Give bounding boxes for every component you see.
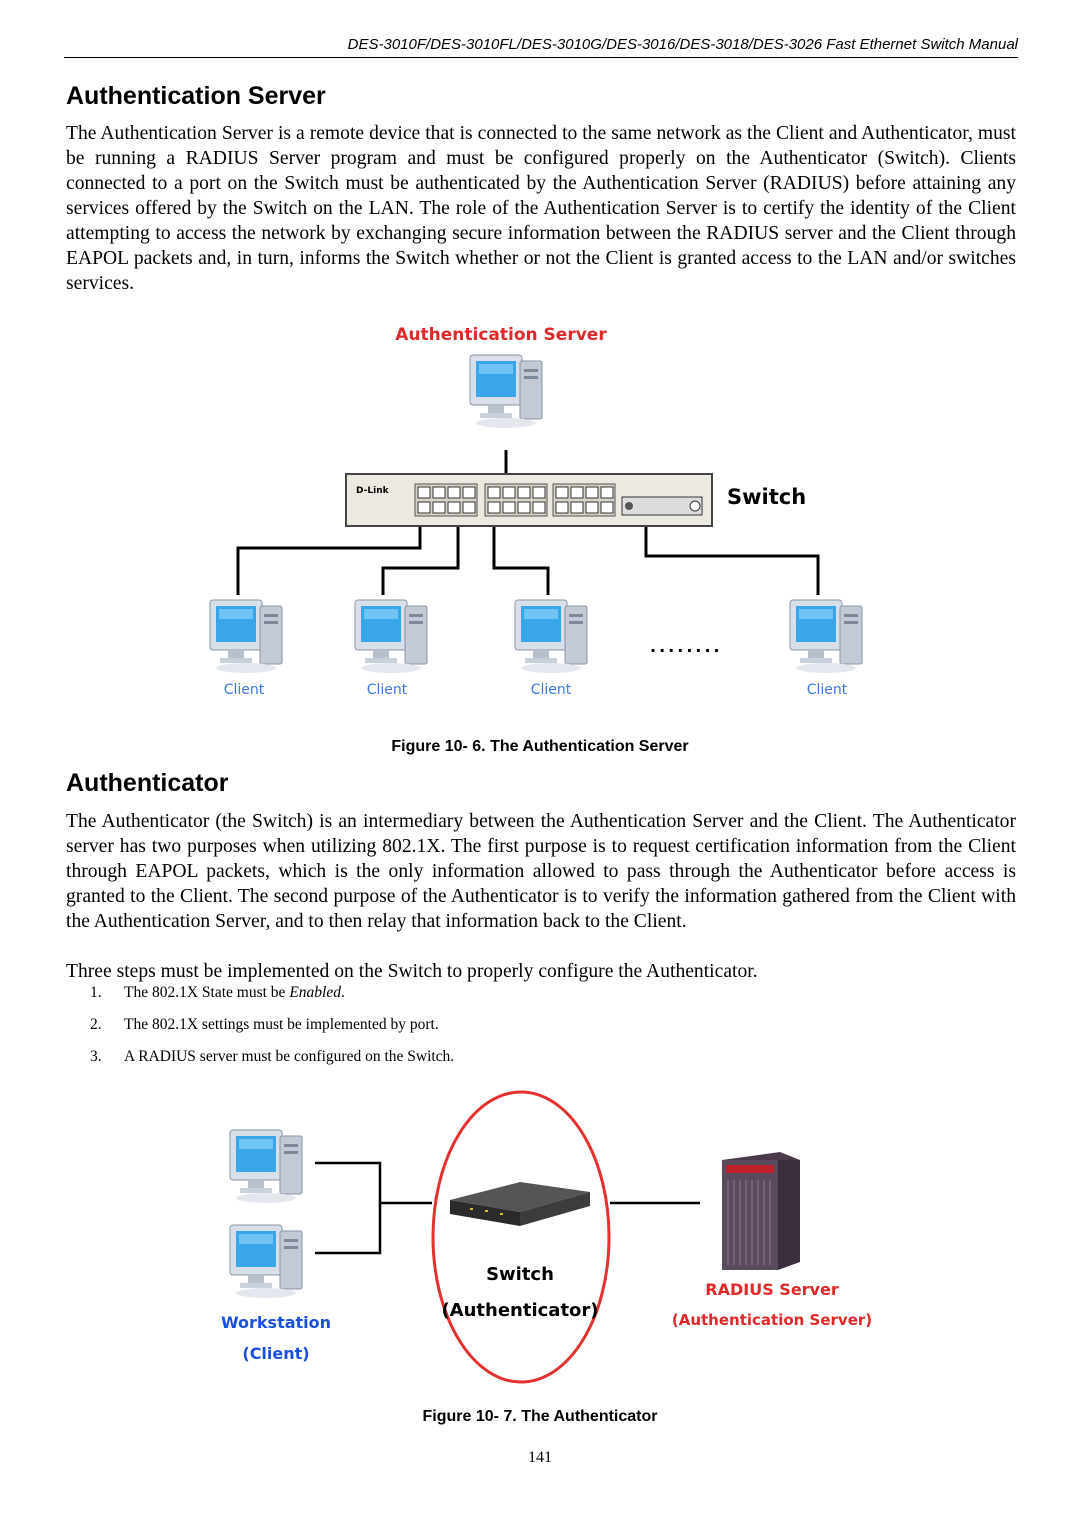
section-heading-authentication-server: Authentication Server: [66, 82, 326, 110]
authentication-server-label: Authentication Server: [395, 325, 607, 345]
client-role-label: (Client): [242, 1344, 309, 1363]
page-number: 141: [528, 1449, 552, 1466]
radius-server-label: RADIUS Server: [705, 1280, 839, 1299]
workstation-label: Workstation: [221, 1313, 331, 1332]
network-switch-icon: [450, 1182, 590, 1226]
figure-authentication-server-diagram: Authentication Server D-Link Switch Clie…: [209, 325, 863, 698]
header-rule: [64, 57, 1018, 58]
authenticator-cables: [315, 1161, 700, 1255]
list-item: 3.A RADIUS server must be configured on …: [90, 1048, 455, 1065]
authentication-server-paragraph: The Authentication Server is a remote de…: [66, 123, 1016, 294]
authenticator-label: (Authenticator): [441, 1300, 598, 1321]
radius-server-rack-icon: [722, 1152, 800, 1270]
list-item: 2.The 802.1X settings must be implemente…: [90, 1016, 439, 1033]
client-label: Client: [531, 682, 572, 698]
more-clients-ellipsis: ........: [650, 637, 723, 656]
authenticator-intro: Three steps must be implemented on the S…: [66, 961, 758, 982]
list-item: 1.The 802.1X State must be Enabled.: [90, 984, 345, 1001]
switch-label: Switch: [727, 485, 806, 509]
workstation-computer-icon: [229, 1129, 303, 1204]
workstation-computer-icon: [229, 1224, 303, 1299]
manual-header: DES-3010F/DES-3010FL/DES-3010G/DES-3016/…: [347, 36, 1018, 53]
dlink-brand-label: D-Link: [356, 486, 390, 496]
client-label: Client: [807, 682, 848, 698]
client-label: Client: [224, 682, 265, 698]
switch-label: Switch: [486, 1264, 554, 1285]
figure-6-caption: Figure 10- 6. The Authentication Server: [391, 738, 689, 755]
figure-7-caption: Figure 10- 7. The Authenticator: [422, 1408, 658, 1425]
ethernet-switch-device: D-Link: [345, 473, 713, 527]
client-label: Client: [367, 682, 408, 698]
figure-authenticator-diagram: Switch (Authenticator) RADIUS Server (Au…: [221, 1090, 872, 1384]
section-heading-authenticator: Authenticator: [66, 769, 229, 797]
authenticator-paragraph: The Authenticator (the Switch) is an int…: [66, 811, 1016, 932]
authentication-server-role-label: (Authentication Server): [672, 1311, 872, 1329]
authenticator-highlight-ellipse: [431, 1090, 611, 1384]
configuration-steps-list: 1.The 802.1X State must be Enabled. 2.Th…: [90, 984, 454, 1080]
